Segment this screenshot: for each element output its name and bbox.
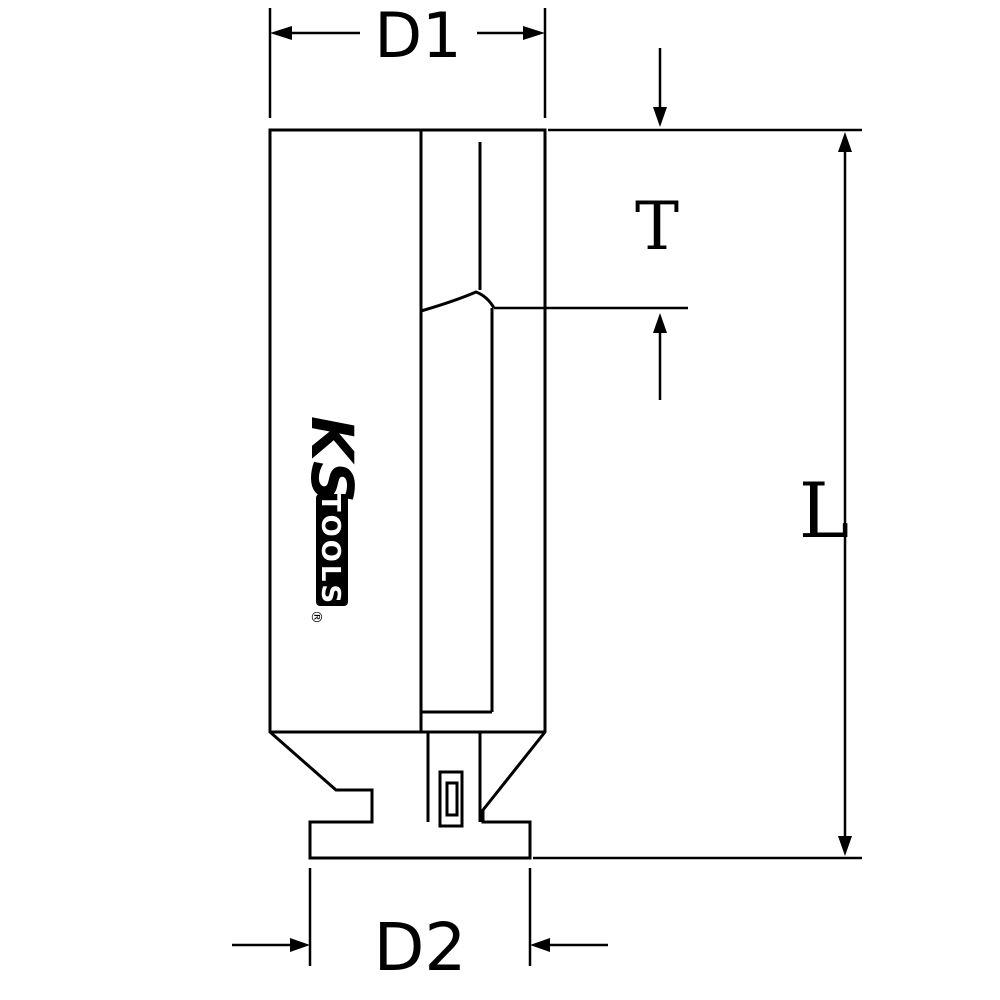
logo-registered-mark: ® (308, 610, 324, 624)
logo-ks-text: KS (298, 416, 366, 503)
d2-arrowhead-left (290, 938, 310, 952)
d1-arrowhead-right (523, 26, 545, 40)
t-arrowhead-top (653, 107, 667, 127)
l-arrowhead-bottom (838, 836, 852, 856)
dim-label-l: L (799, 466, 849, 555)
d2-arrowhead-right (530, 938, 550, 952)
dim-label-d1: D1 (374, 0, 461, 72)
l-arrowhead-top (838, 132, 852, 152)
ks-tools-logo: KS TOOLS ® (298, 416, 366, 624)
drive-pin-slot (438, 770, 464, 828)
d1-arrowhead-left (270, 26, 292, 40)
logo-tools-text: TOOLS (315, 494, 345, 606)
dim-label-d2: D2 (374, 909, 467, 986)
bore-transition-curve (420, 290, 496, 313)
t-arrowhead-bottom (653, 313, 667, 333)
drive-pin-hole (445, 781, 459, 817)
logo-tools-box (316, 494, 348, 606)
socket-outline (268, 128, 547, 860)
dim-label-t: T (635, 188, 679, 265)
